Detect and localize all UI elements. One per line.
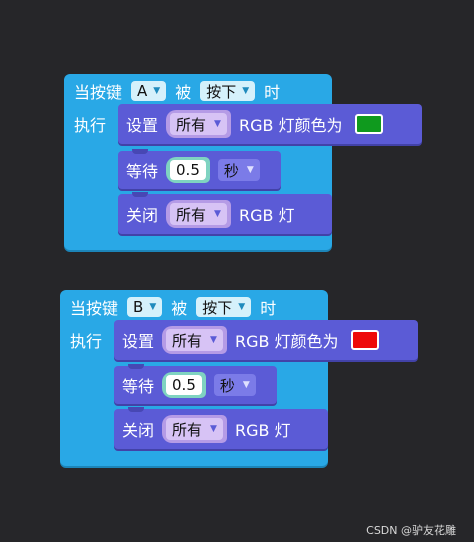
connector-notch [128, 364, 144, 369]
color-swatch[interactable] [354, 114, 383, 134]
rgb-text: RGB 灯 [234, 421, 291, 440]
event-header: 当按键 B▼ 被 按下▼ 时 [60, 290, 276, 324]
action-dropdown[interactable]: 按下 ▼ [196, 297, 252, 317]
unit-dropdown[interactable]: 秒▼ [213, 374, 256, 396]
target-dropdown[interactable]: 所有 ▼ [170, 203, 227, 225]
connector-notch [132, 149, 148, 154]
target-value: 所有 [172, 331, 203, 350]
chevron-down-icon: ▼ [153, 86, 161, 96]
turn-off-block[interactable]: 关闭 所有 ▼ RGB 灯 [114, 407, 328, 449]
exec-label: 执行 [70, 332, 103, 351]
rgb-color-text: RGB 灯颜色为 [234, 332, 339, 351]
set-label: 设置 [122, 332, 155, 351]
event-suffix: 时 [264, 83, 281, 102]
target-value: 所有 [172, 420, 203, 439]
chevron-down-icon: ▼ [210, 335, 217, 345]
wait-block[interactable]: 等待 0.5 秒▼ [118, 149, 281, 189]
target-socket: 所有 ▼ [162, 326, 227, 354]
off-label: 关闭 [122, 421, 155, 440]
chevron-down-icon: ▼ [210, 424, 217, 434]
watermark: CSDN @驴友花雕 [366, 524, 456, 537]
target-socket: 所有 ▼ [166, 110, 231, 138]
event-suffix: 时 [260, 299, 277, 318]
unit-dropdown[interactable]: 秒▼ [217, 159, 260, 181]
event-mid: 被 [175, 83, 192, 102]
wait-value-input[interactable]: 0.5 [170, 160, 206, 180]
key-dropdown[interactable]: B▼ [127, 297, 163, 317]
set-color-block[interactable]: 设置 所有 ▼ RGB 灯颜色为 [118, 104, 422, 144]
target-value: 所有 [176, 205, 207, 224]
turn-off-block[interactable]: 关闭 所有 ▼ RGB 灯 [118, 192, 332, 234]
event-header: 当按键 A▼ 被 按下▼ 时 [64, 74, 280, 108]
chevron-down-icon: ▼ [214, 119, 221, 129]
key-value: B [133, 298, 144, 316]
key-dropdown[interactable]: A▼ [131, 81, 167, 101]
connector-notch [128, 407, 144, 412]
color-swatch[interactable] [350, 330, 379, 350]
wait-value-input[interactable]: 0.5 [166, 375, 202, 395]
chevron-down-icon: ▼ [242, 380, 250, 390]
chevron-down-icon: ▼ [238, 302, 246, 312]
target-dropdown[interactable]: 所有 ▼ [166, 329, 223, 351]
event-prefix: 当按键 [70, 299, 119, 318]
unit-value: 秒 [223, 161, 239, 180]
wait-block[interactable]: 等待 0.5 秒▼ [114, 364, 277, 404]
target-value: 所有 [176, 115, 207, 134]
target-socket: 所有 ▼ [166, 200, 231, 228]
wait-label: 等待 [126, 162, 159, 181]
chevron-down-icon: ▼ [246, 165, 254, 175]
event-mid: 被 [171, 299, 188, 318]
wait-label: 等待 [122, 377, 155, 396]
key-value: A [137, 82, 148, 100]
chevron-down-icon: ▼ [242, 86, 250, 96]
connector-notch [132, 192, 148, 197]
chevron-down-icon: ▼ [214, 209, 221, 219]
unit-value: 秒 [219, 376, 235, 395]
number-socket: 0.5 [166, 157, 210, 183]
off-label: 关闭 [126, 206, 159, 225]
target-socket: 所有 ▼ [162, 415, 227, 443]
action-value: 按下 [206, 82, 237, 101]
set-color-block[interactable]: 设置 所有 ▼ RGB 灯颜色为 [114, 320, 418, 360]
target-dropdown[interactable]: 所有 ▼ [166, 418, 223, 440]
event-prefix: 当按键 [74, 83, 123, 102]
action-value: 按下 [202, 298, 233, 317]
set-label: 设置 [126, 116, 159, 135]
rgb-text: RGB 灯 [238, 206, 295, 225]
action-dropdown[interactable]: 按下 ▼ [200, 81, 256, 101]
rgb-color-text: RGB 灯颜色为 [238, 116, 343, 135]
target-dropdown[interactable]: 所有 ▼ [170, 113, 227, 135]
chevron-down-icon: ▼ [149, 302, 157, 312]
exec-label: 执行 [74, 116, 107, 135]
number-socket: 0.5 [162, 372, 206, 398]
